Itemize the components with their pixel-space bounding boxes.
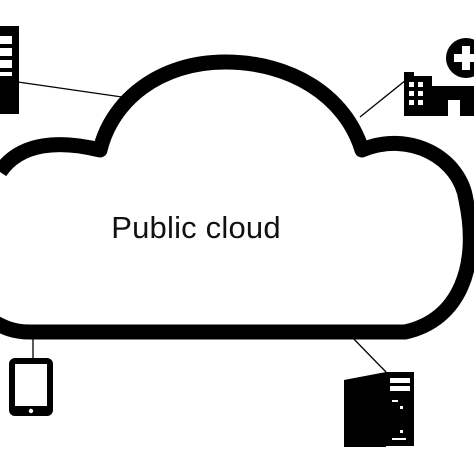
server-rack-icon (0, 26, 19, 114)
desktop-tower-icon (344, 372, 414, 447)
hospital-building-icon (404, 38, 474, 116)
tablet-icon (9, 358, 53, 416)
connector-hospital (359, 79, 407, 118)
public-cloud-shape (0, 54, 474, 340)
cloud-label: Public cloud (111, 210, 281, 245)
connector-server-rack (17, 81, 137, 100)
